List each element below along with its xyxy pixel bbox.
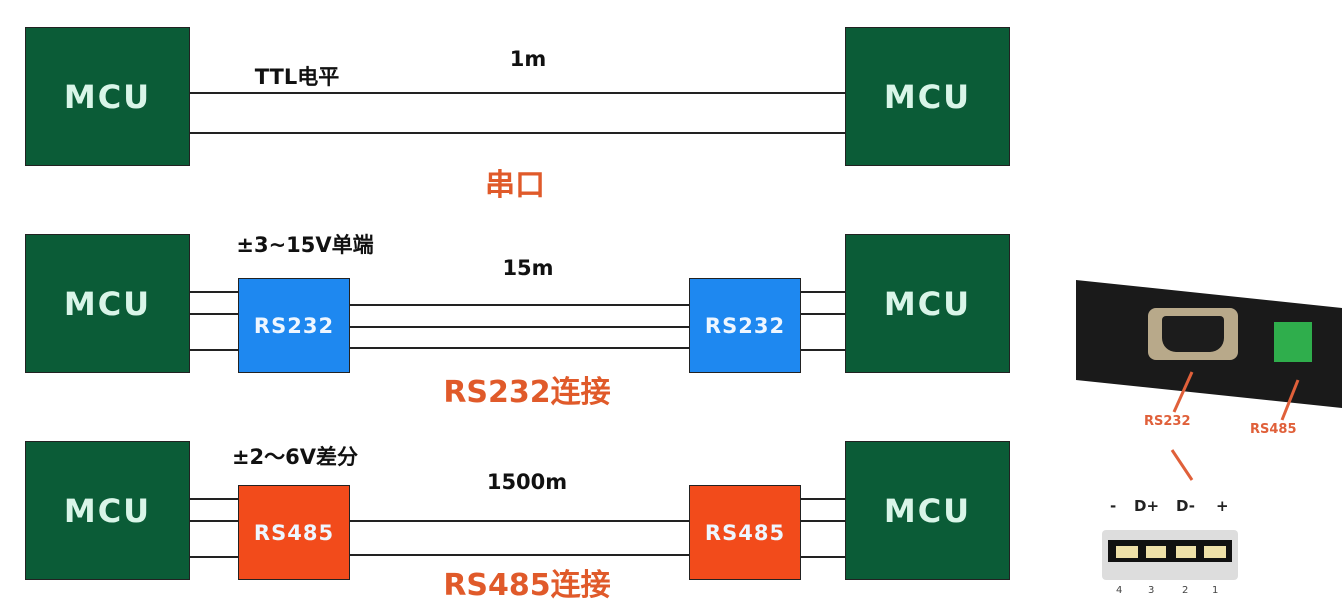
usb-pin-number: 4 xyxy=(1116,585,1123,596)
usb-pin-label: D- xyxy=(1176,497,1195,515)
left-mcu-rs232: MCU xyxy=(25,234,190,373)
signal-label-rs485: ±2～6V差分 xyxy=(231,445,359,469)
distance-ttl: 1m xyxy=(509,47,547,71)
left-mcu-rs485: MCU xyxy=(25,441,190,580)
usb-pin-number: 1 xyxy=(1212,585,1219,596)
right-mcu-rs232: MCU xyxy=(845,234,1010,373)
left-mcu-ttl: MCU xyxy=(25,27,190,166)
distance-rs485: 1500m xyxy=(486,470,568,494)
rs485-photo-label: RS485 xyxy=(1250,422,1297,437)
title-rs232: RS232连接 xyxy=(443,375,611,410)
title-serial: 串口 xyxy=(485,168,545,203)
right-rs485-chip: RS485 xyxy=(689,485,801,580)
distance-rs232: 15m xyxy=(502,256,554,280)
rs232-photo-label: RS232 xyxy=(1144,414,1191,429)
left-rs485-chip: RS485 xyxy=(238,485,350,580)
usb-connector-icon xyxy=(1102,530,1238,580)
terminal-block-icon xyxy=(1274,322,1312,362)
db9-connector-icon xyxy=(1148,308,1238,360)
usb-pin-label: D+ xyxy=(1134,497,1160,515)
signal-label-rs232: ±3~15V单端 xyxy=(236,233,374,257)
right-rs232-chip: RS232 xyxy=(689,278,801,373)
title-rs485: RS485连接 xyxy=(443,568,611,603)
usb-pin-label: - xyxy=(1110,497,1117,515)
right-mcu-ttl: MCU xyxy=(845,27,1010,166)
pointer-arrows xyxy=(1170,371,1300,481)
left-rs232-chip: RS232 xyxy=(238,278,350,373)
usb-pin-label: + xyxy=(1216,497,1229,515)
usb-pin-number: 2 xyxy=(1182,585,1189,596)
signal-label-ttl: TTL电平 xyxy=(254,65,340,89)
usb-pin-number: 3 xyxy=(1148,585,1155,596)
right-mcu-rs485: MCU xyxy=(845,441,1010,580)
board-photo: RS232 RS485 - D+ D- + 4 3 2 1 xyxy=(1076,280,1342,611)
